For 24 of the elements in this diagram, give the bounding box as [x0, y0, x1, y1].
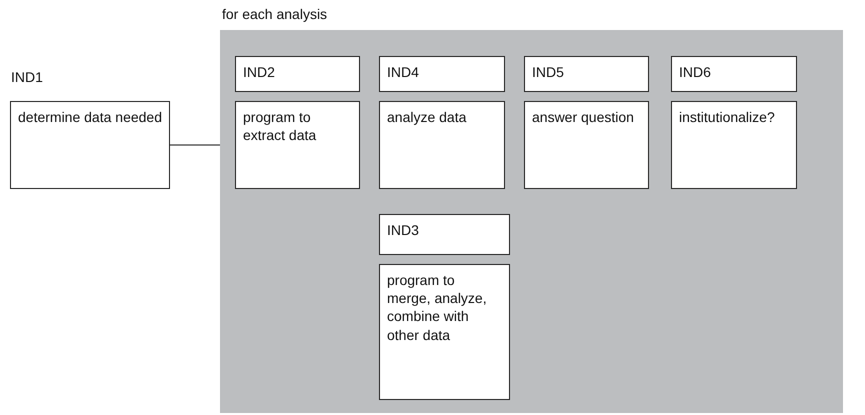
- process-box: [379, 264, 510, 400]
- process-box: [379, 56, 505, 92]
- process-box: [671, 101, 797, 189]
- box-text: IND5: [532, 63, 565, 82]
- process-box: [671, 56, 797, 92]
- process-box: [379, 101, 505, 189]
- box-text: program to extract data: [243, 108, 318, 144]
- box-text: analyze data: [387, 108, 468, 126]
- box-heading: IND1: [11, 68, 43, 86]
- box-text: institutionalize?: [679, 108, 776, 126]
- process-box: [524, 101, 649, 189]
- connector-line: [170, 144, 220, 146]
- process-box: [235, 56, 360, 92]
- process-box: [524, 56, 649, 92]
- process-box: [235, 101, 360, 189]
- box-text: program to merge, analyze, combine with other data: [387, 271, 488, 344]
- box-text: answer question: [532, 108, 635, 126]
- process-box: [379, 214, 510, 255]
- box-text: IND2: [243, 63, 276, 82]
- box-text: IND3: [387, 221, 420, 240]
- group-heading: for each analysis: [222, 6, 328, 22]
- box-text: determine data needed: [18, 108, 162, 126]
- box-text: IND4: [387, 63, 420, 82]
- box-text: IND6: [679, 63, 712, 82]
